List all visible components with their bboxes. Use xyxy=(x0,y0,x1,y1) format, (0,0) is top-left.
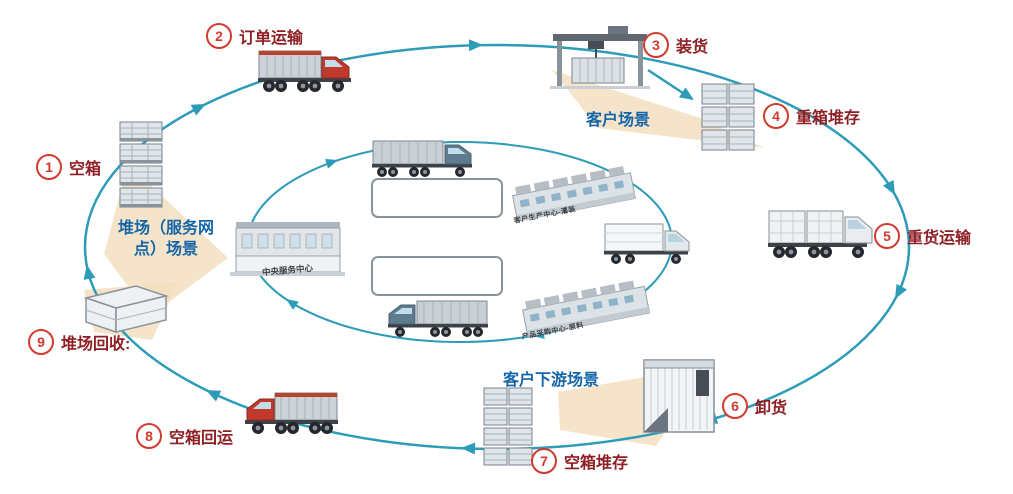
order-transport-truck-icon xyxy=(258,40,358,100)
heavy-cargo-truck-icon xyxy=(768,204,873,269)
step-1-badge: 1 xyxy=(36,154,62,180)
step-9-yard-recycle: 9 堆场回收: xyxy=(28,329,130,355)
step-2-label: 订单运输 xyxy=(239,30,304,47)
step-4-label: 重箱堆存 xyxy=(796,110,861,127)
step-2-order-transport: 2 订单运输 xyxy=(206,23,303,49)
center-truck-top-icon xyxy=(372,134,482,184)
step-8-badge: 8 xyxy=(136,423,162,449)
step-4-badge: 4 xyxy=(763,103,789,129)
empty-return-truck-icon xyxy=(238,382,338,442)
product-procurement-factory: 产品采购中心-原料 xyxy=(516,276,656,346)
step-9-label: 堆场回收: xyxy=(61,336,131,353)
step-7-badge: 7 xyxy=(531,448,557,474)
central-service-center-building: 中央服务中心 xyxy=(230,208,345,293)
step-5-badge: 5 xyxy=(874,223,900,249)
step-5-heavy-transport: 5 重货运输 xyxy=(874,223,971,249)
heavy-container-stack-icon xyxy=(700,82,756,157)
step-1-empty-container: 1 空箱 xyxy=(36,154,101,180)
step-6-badge: 6 xyxy=(722,393,748,419)
blank-label-box-top xyxy=(371,178,503,218)
scene-label-customer: 客户场景 xyxy=(586,112,651,129)
blank-label-box-bottom xyxy=(371,256,503,296)
step-8-empty-return: 8 空箱回运 xyxy=(136,423,233,449)
delivery-truck-icon xyxy=(604,218,692,271)
customer-production-factory: 客户生产中心-灌装 xyxy=(508,164,640,230)
step-1-label: 空箱 xyxy=(69,161,102,178)
step-8-label: 空箱回运 xyxy=(169,430,234,447)
center-truck-bottom-icon xyxy=(378,294,488,344)
empty-container-stack-bottom-icon xyxy=(482,386,534,471)
step-9-badge: 9 xyxy=(28,329,54,355)
step-6-unloading: 6 卸货 xyxy=(722,393,787,419)
step-2-badge: 2 xyxy=(206,23,232,49)
loading-crane-icon xyxy=(550,26,650,101)
empty-container-stack-icon xyxy=(117,120,165,215)
yard-pallet-cage-icon xyxy=(80,282,172,343)
unloading-container-icon xyxy=(636,350,721,443)
step-5-label: 重货运输 xyxy=(907,230,972,247)
step-3-loading: 3 装货 xyxy=(643,32,708,58)
step-6-label: 卸货 xyxy=(755,400,788,417)
step-3-badge: 3 xyxy=(643,32,669,58)
step-3-label: 装货 xyxy=(676,39,709,56)
scene-label-yard: 堆场（服务网点）场景 xyxy=(117,220,214,258)
scene-label-downstream: 客户下游场景 xyxy=(503,372,600,389)
step-7-empty-stacking: 7 空箱堆存 xyxy=(531,448,628,474)
step-7-label: 空箱堆存 xyxy=(564,455,629,472)
step-4-heavy-stacking: 4 重箱堆存 xyxy=(763,103,860,129)
